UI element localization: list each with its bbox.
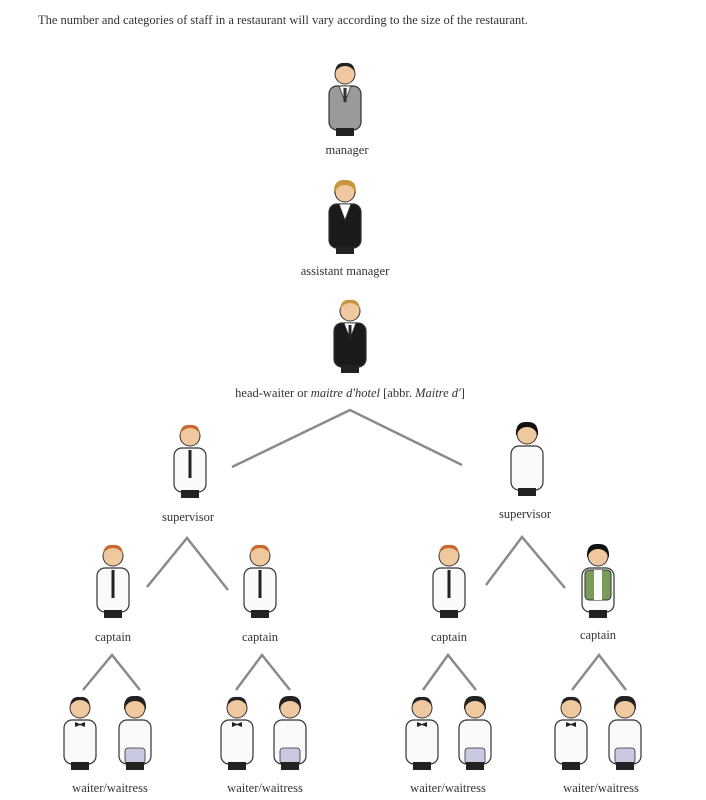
person-figure	[273, 695, 307, 770]
connector-head-waiter	[231, 408, 463, 469]
waiter-illustration	[212, 692, 262, 772]
person-figure	[96, 544, 130, 618]
person-figure	[554, 696, 588, 770]
connector-supervisor-right	[485, 534, 566, 589]
captain-label: captain	[430, 630, 468, 644]
person-figure	[63, 696, 97, 770]
captain-label: captain	[241, 630, 279, 644]
supervisor-label: supervisor	[498, 507, 552, 521]
connector-captain-2	[234, 652, 291, 691]
connector-captain-3	[421, 652, 477, 691]
person-figure	[220, 696, 254, 770]
captain-label: captain	[579, 628, 617, 642]
supervisor-label: supervisor	[161, 510, 215, 524]
waiter-waitress-label: waiter/waitress	[227, 781, 303, 795]
supervisor-illustration	[502, 418, 552, 498]
person-figure	[510, 421, 544, 496]
captain-label: captain	[94, 630, 132, 644]
captain-illustration	[235, 540, 285, 620]
waitress-illustration	[600, 692, 650, 772]
person-figure	[432, 544, 466, 618]
captain-illustration	[573, 540, 623, 620]
person-figure	[458, 695, 492, 770]
manager-label: manager	[325, 143, 369, 157]
waitress-illustration	[110, 692, 160, 772]
person-figure	[243, 544, 277, 618]
person-figure	[608, 695, 642, 770]
connector-captain-1	[82, 653, 141, 691]
head-waiter-label: head-waiter or maitre d'hotel [abbr. Mai…	[235, 386, 465, 400]
person-figure	[328, 179, 362, 254]
person-figure	[173, 424, 207, 498]
assistant-manager-label: assistant manager	[300, 264, 390, 278]
person-figure	[328, 62, 362, 136]
waiter-waitress-label: waiter/waitress	[72, 781, 148, 795]
waiter-waitress-label: waiter/waitress	[410, 781, 486, 795]
manager-illustration	[320, 58, 370, 138]
assistant-manager-illustration	[320, 176, 370, 256]
person-figure	[581, 543, 615, 618]
waiter-waitress-label: waiter/waitress	[563, 781, 639, 795]
captain-illustration	[424, 540, 474, 620]
waitress-illustration	[450, 692, 500, 772]
connector-supervisor-left	[146, 536, 229, 591]
waiter-illustration	[55, 692, 105, 772]
person-figure	[405, 696, 439, 770]
waitress-illustration	[265, 692, 315, 772]
person-figure	[333, 299, 367, 373]
waiter-illustration	[397, 692, 447, 772]
intro-text: The number and categories of staff in a …	[38, 13, 528, 27]
person-figure	[118, 695, 152, 770]
supervisor-illustration	[165, 420, 215, 500]
connector-captain-4	[571, 652, 627, 691]
head-waiter-illustration	[325, 295, 375, 375]
captain-illustration	[88, 540, 138, 620]
waiter-illustration	[546, 692, 596, 772]
